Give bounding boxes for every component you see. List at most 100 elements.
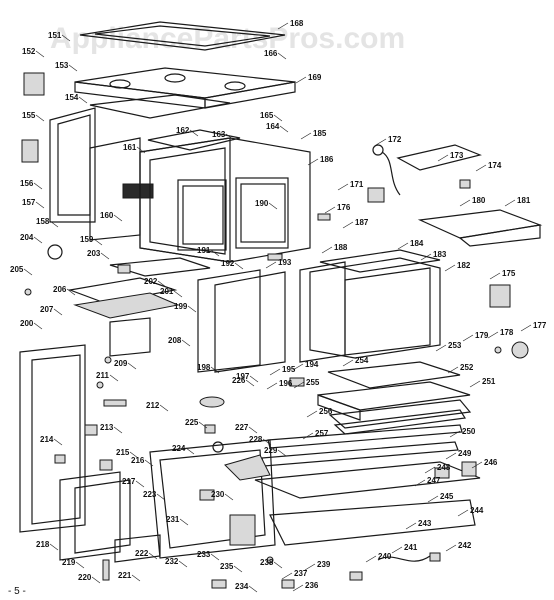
callout-200: 200 bbox=[20, 319, 34, 328]
leader-line-227 bbox=[248, 426, 258, 434]
leader-line-163 bbox=[225, 133, 235, 141]
callout-157: 157 bbox=[22, 198, 36, 207]
leader-line-153 bbox=[68, 64, 78, 72]
leader-line-201 bbox=[173, 290, 183, 298]
leader-line-252 bbox=[447, 366, 459, 374]
callout-186: 186 bbox=[320, 155, 334, 164]
callout-193: 193 bbox=[278, 258, 292, 267]
callout-194: 194 bbox=[305, 360, 319, 369]
leader-line-257 bbox=[302, 432, 314, 440]
callout-198: 198 bbox=[197, 363, 211, 372]
callout-208: 208 bbox=[168, 336, 182, 345]
leader-line-199 bbox=[187, 305, 197, 313]
leader-line-195 bbox=[269, 368, 281, 376]
callout-155: 155 bbox=[22, 111, 36, 120]
leader-line-248 bbox=[424, 466, 436, 474]
callout-154: 154 bbox=[65, 93, 79, 102]
oven-body bbox=[139, 129, 311, 263]
callout-190: 190 bbox=[255, 199, 269, 208]
callout-158: 158 bbox=[36, 217, 50, 226]
leader-line-172 bbox=[375, 138, 387, 146]
leader-line-217 bbox=[135, 480, 145, 488]
leader-line-157 bbox=[35, 201, 45, 209]
callout-177: 177 bbox=[533, 321, 547, 330]
callout-163: 163 bbox=[212, 130, 226, 139]
callout-174: 174 bbox=[488, 161, 502, 170]
callout-179: 179 bbox=[475, 331, 489, 340]
leader-line-198 bbox=[210, 366, 220, 374]
leader-line-250 bbox=[449, 430, 461, 438]
callout-205: 205 bbox=[10, 265, 24, 274]
callout-178: 178 bbox=[500, 328, 514, 337]
callout-234: 234 bbox=[235, 582, 249, 591]
leader-line-256 bbox=[306, 410, 318, 418]
leader-line-228 bbox=[262, 438, 272, 446]
callout-214: 214 bbox=[40, 435, 54, 444]
callout-222: 222 bbox=[135, 549, 149, 558]
leader-line-160 bbox=[113, 214, 123, 222]
callout-165: 165 bbox=[260, 111, 274, 120]
callout-217: 217 bbox=[122, 477, 136, 486]
callout-252: 252 bbox=[460, 363, 474, 372]
leader-line-185 bbox=[300, 132, 312, 140]
callout-223: 223 bbox=[143, 490, 157, 499]
callout-235: 235 bbox=[220, 562, 234, 571]
leader-line-197 bbox=[249, 375, 259, 383]
leader-line-237 bbox=[281, 572, 293, 580]
leader-line-240 bbox=[365, 555, 377, 563]
leader-line-225 bbox=[198, 421, 208, 429]
callout-172: 172 bbox=[388, 135, 402, 144]
leader-line-203 bbox=[100, 252, 110, 260]
leader-line-213 bbox=[113, 426, 123, 434]
leader-line-174 bbox=[475, 164, 487, 172]
callout-236: 236 bbox=[305, 581, 319, 590]
callout-228: 228 bbox=[249, 435, 263, 444]
leader-line-180 bbox=[459, 199, 471, 207]
leader-line-223 bbox=[156, 493, 166, 501]
callout-156: 156 bbox=[20, 179, 34, 188]
callout-225: 225 bbox=[185, 418, 199, 427]
callout-175: 175 bbox=[502, 269, 516, 278]
callout-219: 219 bbox=[62, 558, 76, 567]
callout-226: 226 bbox=[232, 376, 246, 385]
leader-line-156 bbox=[33, 182, 43, 190]
leader-line-191 bbox=[210, 249, 220, 257]
callout-216: 216 bbox=[131, 456, 145, 465]
callout-166: 166 bbox=[264, 49, 278, 58]
watermark-text: AppliancePartsPros.com bbox=[50, 22, 405, 55]
leader-line-192 bbox=[234, 262, 244, 270]
callout-152: 152 bbox=[22, 47, 36, 56]
callout-227: 227 bbox=[235, 423, 249, 432]
leader-line-235 bbox=[233, 565, 243, 573]
callout-160: 160 bbox=[100, 211, 114, 220]
callout-191: 191 bbox=[197, 246, 211, 255]
callout-246: 246 bbox=[484, 458, 498, 467]
callout-245: 245 bbox=[440, 492, 454, 501]
leader-line-204 bbox=[33, 236, 43, 244]
leader-line-181 bbox=[504, 199, 516, 207]
leader-line-188 bbox=[321, 246, 333, 254]
leader-line-236 bbox=[292, 584, 304, 592]
callout-180: 180 bbox=[472, 196, 486, 205]
callout-239: 239 bbox=[317, 560, 331, 569]
leader-line-220 bbox=[91, 576, 101, 584]
callout-197: 197 bbox=[236, 372, 250, 381]
leader-line-243 bbox=[405, 522, 417, 530]
callout-237: 237 bbox=[294, 569, 308, 578]
leader-line-216 bbox=[144, 459, 154, 467]
leader-line-196 bbox=[266, 382, 278, 390]
leader-line-193 bbox=[265, 261, 277, 269]
leader-line-178 bbox=[487, 331, 499, 339]
oven-side-panels bbox=[21, 72, 154, 241]
leader-line-242 bbox=[445, 544, 457, 552]
callout-169: 169 bbox=[308, 73, 322, 82]
callout-199: 199 bbox=[174, 302, 188, 311]
callout-209: 209 bbox=[114, 359, 128, 368]
broiler-pan-assembly bbox=[47, 244, 211, 357]
callout-253: 253 bbox=[448, 341, 462, 350]
callout-240: 240 bbox=[378, 552, 392, 561]
callout-164: 164 bbox=[266, 122, 280, 131]
callout-173: 173 bbox=[450, 151, 464, 160]
leader-line-218 bbox=[49, 543, 59, 551]
callout-151: 151 bbox=[48, 31, 62, 40]
